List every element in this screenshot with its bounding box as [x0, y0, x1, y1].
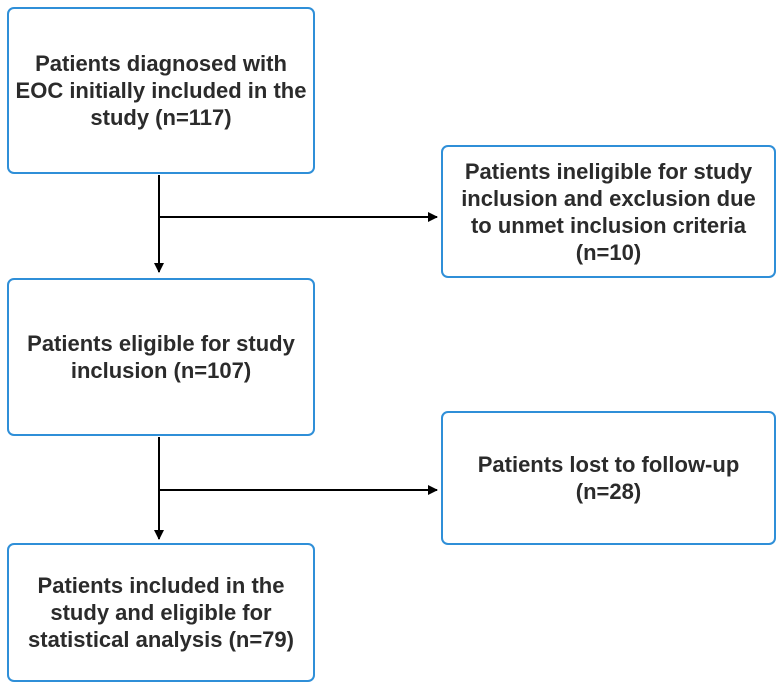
box-lost-to-follow-up-label: Patients lost to follow-up (n=28) [477, 452, 740, 504]
box-initial-patients: Patients diagnosed with EOC initially in… [7, 7, 315, 174]
box-ineligible-patients-label: Patients ineligible for study inclusion … [461, 158, 756, 265]
box-ineligible-patients: Patients ineligible for study inclusion … [441, 145, 776, 278]
box-final-analysis: Patients included in the study and eligi… [7, 543, 315, 682]
box-eligible-patients: Patients eligible for study inclusion (n… [7, 278, 315, 436]
box-eligible-patients-label: Patients eligible for study inclusion (n… [27, 331, 295, 383]
box-final-analysis-label: Patients included in the study and eligi… [28, 573, 294, 652]
box-lost-to-follow-up: Patients lost to follow-up (n=28) [441, 411, 776, 545]
box-initial-patients-label: Patients diagnosed with EOC initially in… [15, 51, 307, 130]
